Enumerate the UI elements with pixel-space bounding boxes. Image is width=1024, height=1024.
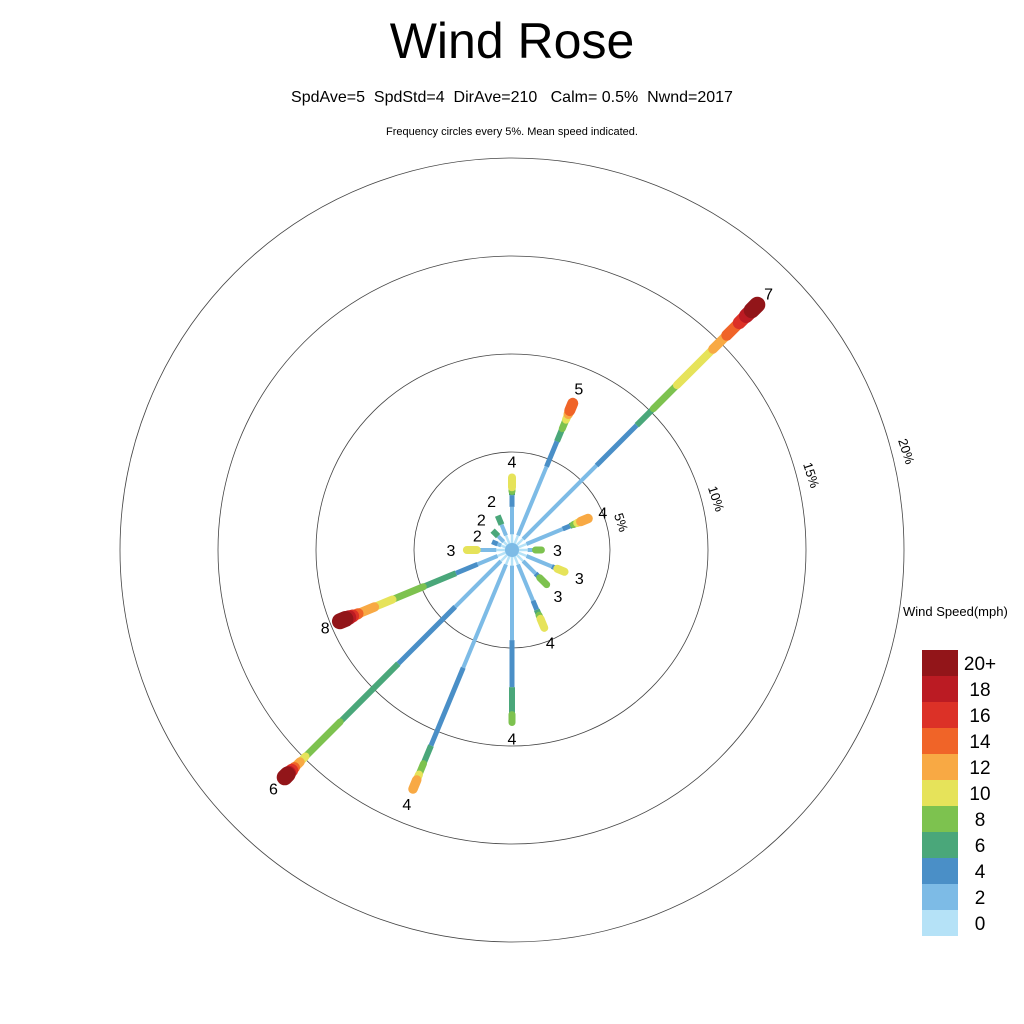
ray-segment [331, 611, 354, 630]
mean-speed-label: 2 [487, 494, 496, 511]
ray-segment [491, 539, 499, 547]
ray-segment [536, 574, 551, 589]
ray-segment [576, 513, 593, 527]
mean-speed-label: 4 [508, 731, 517, 748]
ray-segment [396, 605, 457, 666]
mean-speed-label: 3 [554, 589, 563, 606]
mean-speed-label: 3 [553, 543, 562, 560]
ring-20 [119, 157, 905, 943]
legend-swatch [922, 650, 958, 676]
chart-note: Frequency circles every 5%. Mean speed i… [386, 126, 638, 138]
legend-label: 2 [975, 888, 986, 909]
ray-segment [594, 423, 639, 468]
ring-10 [315, 353, 709, 747]
ring-label: 15% [800, 460, 822, 490]
ray-segment [561, 523, 571, 532]
ray-segment [553, 564, 569, 576]
ray-segment [672, 345, 717, 390]
legend-label: 4 [975, 862, 986, 883]
mean-speed-label: 7 [764, 286, 773, 303]
legend-swatch [922, 806, 958, 832]
ring-label: 5% [611, 511, 631, 534]
legend-swatch [922, 728, 958, 754]
mean-speed-label: 6 [269, 782, 278, 799]
ray-segment [453, 559, 503, 609]
legend-label: 10 [969, 784, 990, 805]
ray-segment [388, 583, 427, 604]
ray-segment [338, 661, 401, 724]
ray-segment [521, 464, 598, 541]
legend-title: Wind Speed(mph) [903, 604, 1008, 619]
ring-label: 10% [705, 484, 727, 514]
mean-speed-label: 4 [598, 505, 607, 522]
ray-segment [476, 554, 499, 567]
legend-label: 12 [969, 758, 990, 779]
legend-swatch [922, 910, 958, 936]
ray-segment [516, 465, 549, 537]
mean-speed-label: 3 [446, 543, 455, 560]
ray-segment [516, 563, 535, 602]
ray-segment [428, 666, 466, 747]
ray-segment [408, 775, 422, 794]
mean-speed-label: 2 [477, 512, 486, 529]
mean-speed-label: 4 [546, 636, 555, 653]
ray-segment [634, 406, 656, 428]
ray-segment [496, 534, 506, 544]
legend-label: 8 [975, 810, 986, 831]
legend-swatch [922, 858, 958, 884]
ray-segment [276, 766, 296, 786]
ray-segment [499, 523, 508, 537]
mean-speed-label: 4 [508, 454, 517, 471]
legend-label: 0 [975, 914, 986, 935]
legend-swatch [922, 702, 958, 728]
calm-hub [505, 543, 519, 557]
ray-segment [521, 559, 537, 575]
ring-label: 20% [895, 437, 917, 467]
legend-label: 20+ [964, 654, 996, 675]
ray-segment [536, 614, 549, 632]
ray-segment [496, 542, 502, 548]
chart-title: Wind Rose [390, 13, 635, 69]
legend-label: 6 [975, 836, 986, 857]
legend-label: 14 [969, 732, 991, 753]
legend-swatch [922, 676, 958, 702]
legend-label: 16 [969, 706, 990, 727]
ray-segment [564, 397, 579, 417]
ray-segment [461, 563, 508, 669]
legend-swatch [922, 780, 958, 806]
ray-segment [301, 718, 344, 761]
chart-stats: SpdAve=5 SpdStd=4 DirAve=210 Calm= 0.5% … [291, 89, 733, 106]
mean-speed-label: 3 [575, 571, 584, 588]
mean-speed-label: 5 [574, 382, 583, 399]
legend-swatch [922, 754, 958, 780]
ray-segment [454, 561, 479, 576]
ring-15 [217, 255, 807, 845]
ray-segment [422, 570, 458, 590]
legend-swatch [922, 884, 958, 910]
mean-speed-label: 4 [402, 797, 411, 814]
ray-segment [525, 554, 553, 569]
ray-segment [544, 440, 560, 468]
ray-segment [649, 381, 681, 413]
direction-rays [276, 296, 766, 794]
ray-segment [494, 514, 505, 526]
legend-swatch [922, 832, 958, 858]
ray-segment [530, 599, 540, 611]
speed-legend: Wind Speed(mph) 20+ 18 16 14 12 10 8 6 4 2 0 [903, 604, 1008, 936]
mean-speed-label: 8 [321, 620, 330, 637]
mean-speed-label: 2 [473, 529, 482, 546]
legend-label: 18 [969, 680, 990, 701]
ray-segment [525, 527, 564, 546]
ray-segment [743, 296, 766, 319]
ray-segment [490, 528, 501, 539]
